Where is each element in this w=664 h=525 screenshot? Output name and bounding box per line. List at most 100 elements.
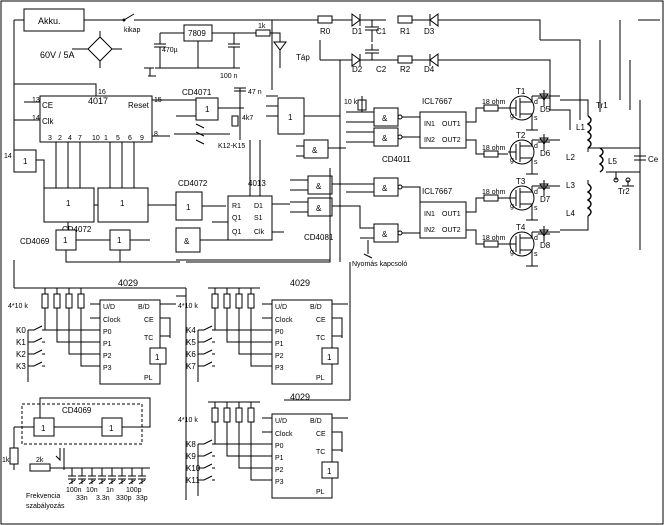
driver-2-out1: OUT1 xyxy=(442,211,461,218)
ff4013-r1: R1 xyxy=(232,203,241,210)
counter4029-1-box xyxy=(99,299,161,385)
r0-label: R0 xyxy=(320,27,331,36)
c2-p2: P2 xyxy=(275,467,284,474)
cd4081-g1-label: & xyxy=(316,182,322,191)
c2-res: 4*10 k xyxy=(178,417,198,424)
supply-label: 60V / 5A xyxy=(40,50,75,60)
c1-key-1: K5 xyxy=(186,338,196,347)
cd4072-a-box xyxy=(43,187,95,223)
counter-pin8: 8 xyxy=(154,131,158,138)
l4-label: L4 xyxy=(566,209,575,218)
c1-key-0: K4 xyxy=(186,326,196,335)
r2 xyxy=(397,55,413,64)
cd4081-g2-label: & xyxy=(316,204,322,213)
cd4011-g2-label: & xyxy=(382,134,388,143)
cd4071-gate xyxy=(195,97,219,121)
counter-box xyxy=(39,95,153,143)
mosfet-3-label: T3 xyxy=(516,177,526,186)
counter-out-1: 2 xyxy=(58,135,62,142)
mosfet-4-label: T4 xyxy=(516,223,526,232)
cd4072-a-label: CD4072 xyxy=(62,225,92,234)
l3-label: L3 xyxy=(566,181,575,190)
c0-p2: P2 xyxy=(103,353,112,360)
c0-ud: U/D xyxy=(103,304,115,311)
c1-inv: 1 xyxy=(327,353,332,362)
driver-2-chip: ICL7667 xyxy=(422,187,453,196)
counter-out-4: 10 xyxy=(92,135,100,142)
c2-p3: P3 xyxy=(275,479,284,486)
driver-1-res-a: 18 ohm xyxy=(482,99,506,106)
c1-clock: Clock xyxy=(275,317,293,324)
counter-reset: Reset xyxy=(128,101,150,110)
c0-key-3: K3 xyxy=(16,362,26,371)
r2-label: R2 xyxy=(400,65,411,74)
ce-label: Ce xyxy=(648,155,659,164)
driver-1-box xyxy=(419,111,467,149)
ff4013: 4013 R1 Q1 Q1 D1 S1 Clk xyxy=(200,179,290,241)
cd4072-c-gate: 1 xyxy=(186,203,191,212)
l1-label: L1 xyxy=(576,123,585,132)
switch-label: kikap xyxy=(124,27,140,34)
inv-pin14: 14 xyxy=(4,153,12,160)
driver-1-chip: ICL7667 xyxy=(422,97,453,106)
driver-2-box xyxy=(419,201,467,239)
c1-key-2: K6 xyxy=(186,350,196,359)
c2-p1: P1 xyxy=(275,455,284,462)
cd4072-c-box xyxy=(175,191,203,221)
c1-p2: P2 xyxy=(275,353,284,360)
cd4069-gate-1-label: 1 xyxy=(63,236,68,245)
mosfet-2-d: d xyxy=(534,143,538,150)
freq-label-2: szabályozás xyxy=(26,503,65,510)
osc-pot-2k xyxy=(29,463,51,472)
osc-res-2k-label: 2k xyxy=(36,457,44,464)
osc-cap-4-label: 1n xyxy=(106,487,114,494)
mosfet-2-g: g xyxy=(510,157,514,164)
driver-1: ICL7667 IN1 IN2 OUT1 OUT2 18 ohm 18 ohm xyxy=(419,97,506,152)
c2-clock: Clock xyxy=(275,431,293,438)
cd4072-b-label: CD4072 xyxy=(178,179,208,188)
c2-inv: 1 xyxy=(327,467,332,476)
cap-470-label: 470µ xyxy=(162,47,178,54)
tr2-label: Tr2 xyxy=(618,187,630,196)
c2-bd: B/D xyxy=(310,418,322,425)
mosfet-4-s: s xyxy=(534,251,538,258)
c0-p0: P0 xyxy=(103,329,112,336)
osc-gate-1-label: 1 xyxy=(41,424,46,433)
d3-label: D3 xyxy=(424,27,435,36)
counter-out-0: 3 xyxy=(48,135,52,142)
osc-chip: CD4069 xyxy=(62,406,92,415)
cd4071-cap: 47 n xyxy=(248,89,262,96)
ff4013-s1: S1 xyxy=(254,215,263,222)
and-gate-mid-label: & xyxy=(184,237,190,246)
osc-gate-2-label: 1 xyxy=(109,424,114,433)
c2-ce: CE xyxy=(316,431,326,438)
cd4011-chip: CD4011 xyxy=(382,155,411,164)
mosfet-1-d: d xyxy=(534,99,538,106)
c0-p3: P3 xyxy=(103,365,112,372)
cd4071-section: CD4071 1 47 n 4k7 K12-K15 xyxy=(174,87,262,150)
center-gates: 1 & xyxy=(266,20,346,159)
driver-2-in1: IN1 xyxy=(424,211,435,218)
osc-cap-1-label: 33n xyxy=(76,495,88,502)
driver-1-in2: IN2 xyxy=(424,137,435,144)
ff4013-clk: Clk xyxy=(254,229,265,236)
counter4029-2-chip: 4029 xyxy=(290,278,310,288)
c0-inv: 1 xyxy=(155,353,160,362)
diode-3-label: D7 xyxy=(540,195,551,204)
driver-2: ICL7667 IN1 IN2 OUT1 OUT2 18 ohm 18 ohm xyxy=(419,187,506,242)
driver-2-res-b: 18 ohm xyxy=(482,235,506,242)
driver-1-in1: IN1 xyxy=(424,121,435,128)
d1-label: D1 xyxy=(352,27,363,36)
c1-label: C1 xyxy=(376,27,387,36)
counter4029-1-chip: 4029 xyxy=(118,278,138,288)
osc-cap-7-label: 33p xyxy=(136,495,148,502)
counter-out-3: 7 xyxy=(78,135,82,142)
cap-100n-label: 100 n xyxy=(220,73,238,80)
transformer: Tr1 L1 L2 L3 L4 L5 Ce Tr2 xyxy=(560,19,660,250)
cd4072-b-gate: 1 xyxy=(120,199,125,208)
battery-label: Akku. xyxy=(38,16,61,26)
